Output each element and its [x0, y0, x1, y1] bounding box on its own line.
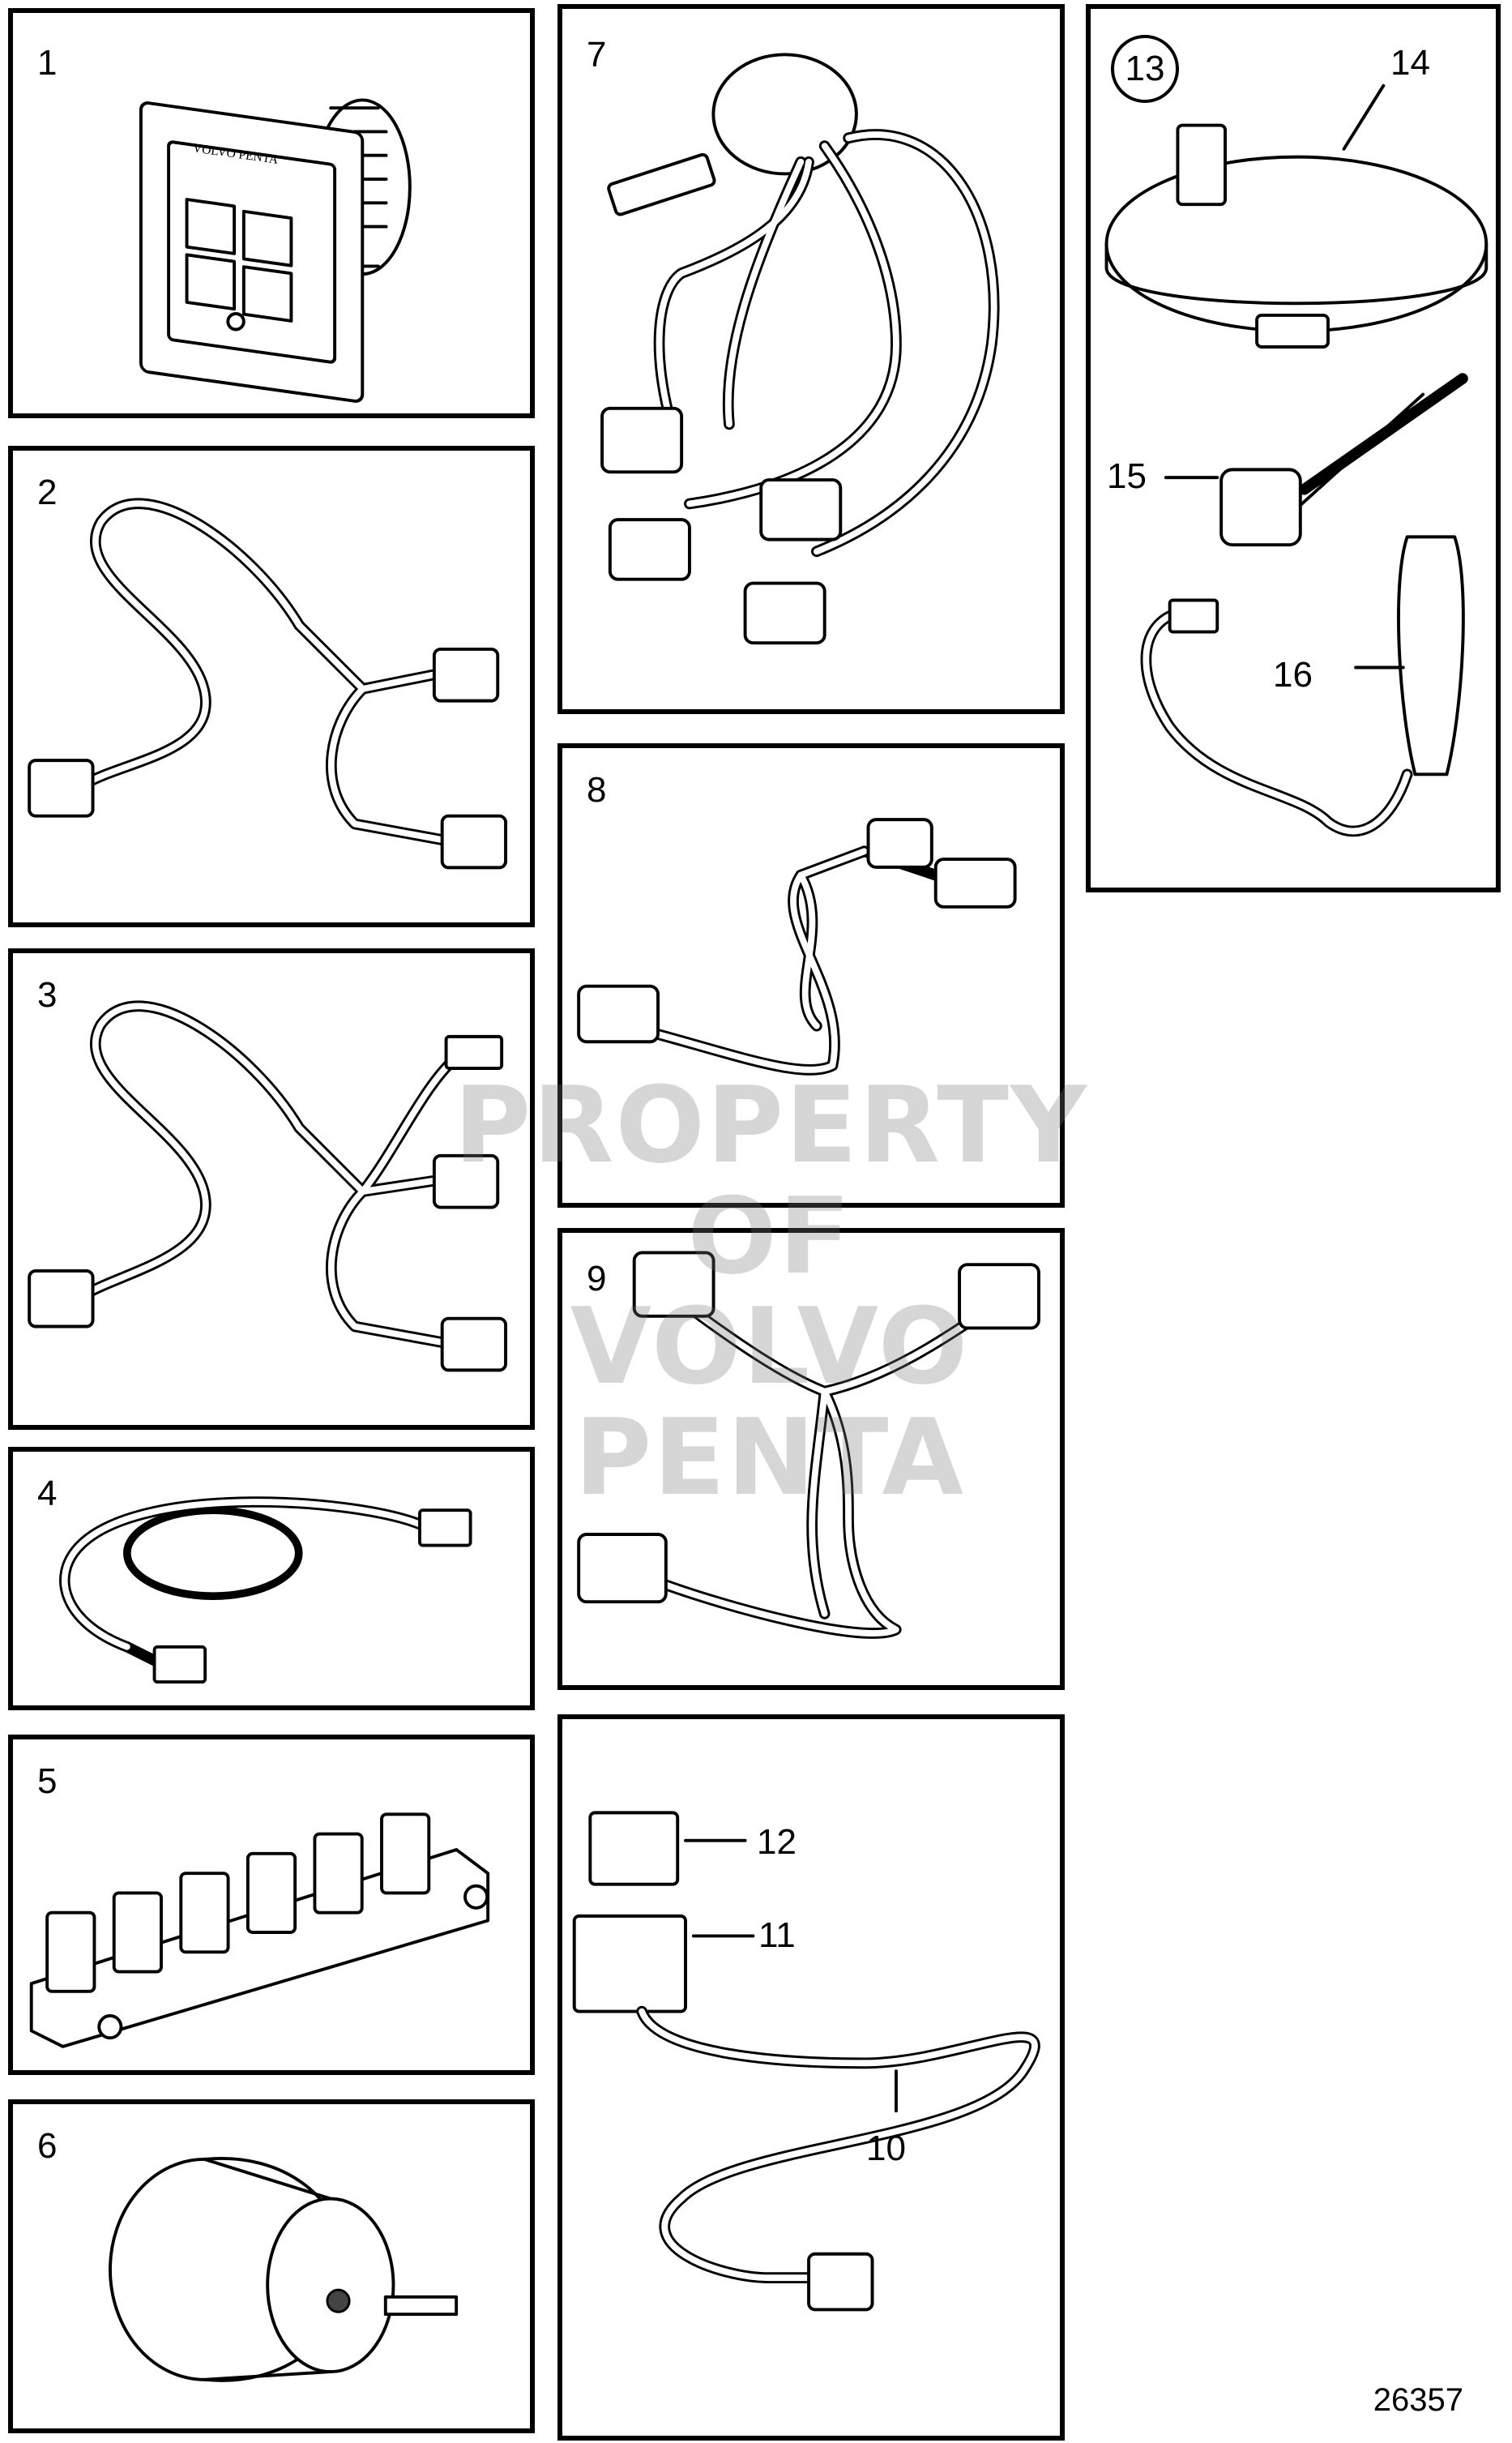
panel-number: 3	[37, 975, 58, 1015]
panel-4: 4	[8, 1447, 535, 1710]
panel-13: 13 14 15 16	[1086, 4, 1501, 892]
panel-number: 10	[866, 2129, 906, 2168]
panel-number: 1	[37, 43, 58, 83]
panel-10: 10 11 12	[557, 1714, 1065, 2441]
panel-number: 9	[587, 1259, 607, 1299]
y-harness-illustration	[28, 498, 507, 870]
adapter-harness-illustration	[577, 818, 1017, 1076]
y-harness-extended-illustration	[28, 1000, 507, 1372]
wiring-harness-with-sensor-illustration	[600, 53, 1000, 645]
relay-harness-illustration	[572, 1811, 1040, 2312]
extension-cable-illustration	[59, 1496, 472, 1684]
panel-number: 4	[37, 1474, 58, 1513]
panel-9: 9	[557, 1228, 1065, 1690]
callout-11: 11	[758, 1915, 796, 1955]
panel-6: 6	[8, 2099, 535, 2433]
panel-number: 6	[37, 2126, 58, 2166]
callout-14: 14	[1390, 43, 1430, 83]
panel-2: 2	[8, 446, 535, 927]
callout-16: 16	[1273, 655, 1313, 695]
gauge-sender-illustration	[109, 2157, 459, 2382]
panel-number: 2	[37, 473, 58, 512]
y-adapter-illustration	[577, 1251, 1040, 1639]
panel-1: 1 VOLVO PENTA	[8, 8, 535, 418]
panel-number: 8	[587, 770, 607, 810]
panel-8: 8	[557, 743, 1065, 1208]
control-panel-illustration: VOLVO PENTA	[139, 98, 412, 403]
callout-12: 12	[757, 1822, 797, 1862]
callout-15: 15	[1107, 456, 1147, 496]
panel-7: 7	[557, 4, 1065, 714]
panel-number: 5	[37, 1761, 58, 1801]
panel-3: 3	[8, 948, 535, 1430]
panel-5: 5	[8, 1735, 535, 2075]
tool-set-illustration	[1104, 83, 1489, 837]
callout-13: 13	[1111, 35, 1179, 103]
panel-number: 7	[587, 35, 607, 75]
drawing-number: 26357	[1373, 2382, 1463, 2418]
connector-block-illustration	[29, 1812, 490, 2048]
